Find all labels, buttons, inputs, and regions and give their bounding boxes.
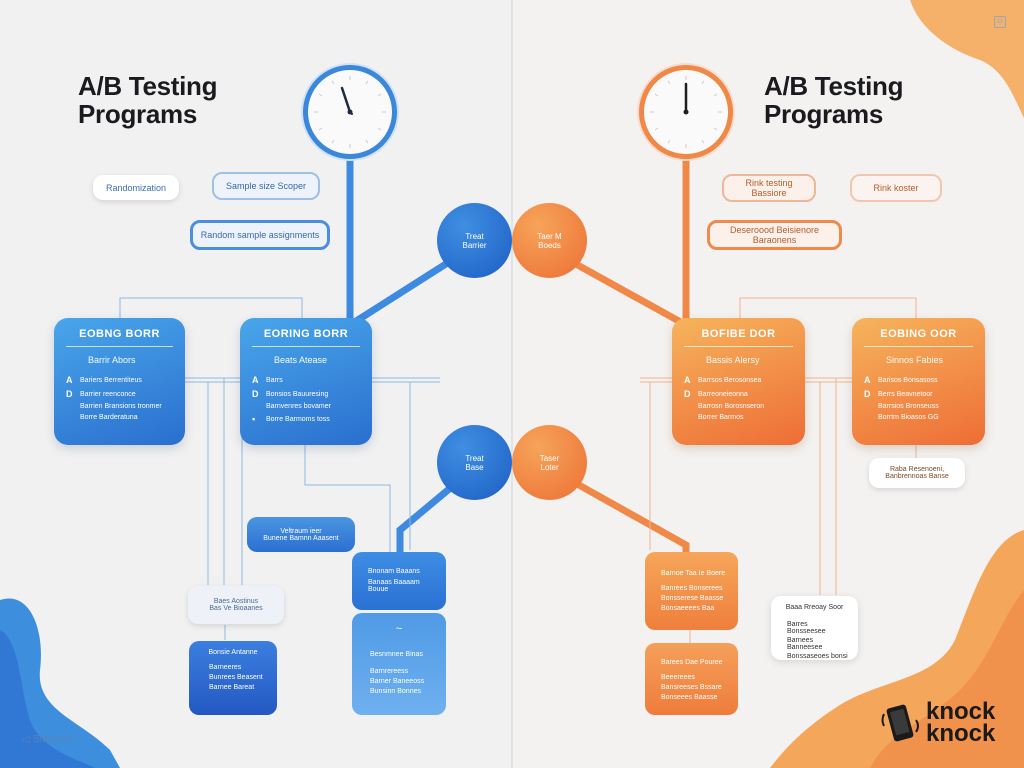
left-box-right-top: Bnonam Baaans Banaas Baaaam Bouue (352, 552, 446, 610)
center-divider (511, 0, 513, 768)
right-node-top: Taer M Boeds (512, 203, 587, 278)
left-node-mid: Treat Base (437, 425, 512, 500)
right-pill-1: Rink testing Bassiore (722, 174, 816, 202)
left-pill-low: Baes Aostinus Bas Ve Bioaanes (188, 586, 284, 624)
footer-caption: ◁ Sntrssids (22, 734, 74, 745)
left-box-low: Bonsie Antanne Barneeres Bunrees Beasent… (189, 641, 277, 715)
left-pill-randomization: Randomization (93, 175, 179, 200)
blob-top-right (910, 0, 1024, 118)
right-clock-icon (639, 65, 733, 159)
left-clock-icon (303, 65, 397, 159)
blob-bottom-right (770, 530, 1024, 768)
right-pill-3: Deseroood Beisienore Baraonens (707, 220, 842, 250)
right-pill-side: Raba Resenoeni, Banbrennoas Banse (869, 458, 965, 488)
left-pill-assignment: Random sample assignments (190, 220, 330, 250)
right-node-mid: Taser Loter (512, 425, 587, 500)
right-pill-2: Rink koster (850, 174, 942, 202)
left-pill-mid: Veltraum ieer Bunene Bamnn Aaasent (247, 517, 355, 552)
knock-knock-logo: knock knock (880, 700, 995, 746)
blob-bottom-left (0, 598, 120, 768)
right-box-top: Barnoe Taa Ie Boere Banrees Bonserees Bo… (645, 552, 738, 630)
right-title: A/B Testing Programs (764, 71, 904, 129)
right-box-bottom: Barees Dae Pouree Beeereees Bansreeses B… (645, 643, 738, 715)
triangle-icon: ◁ (22, 734, 30, 745)
phone-icon (881, 704, 919, 742)
left-node-top: Treat Barrier (437, 203, 512, 278)
left-box-right-bottom: ~ Besnmnee Binas Barnrereess Barner Bane… (352, 613, 446, 715)
corner-square-icon: ⊡ (994, 16, 1006, 28)
left-pill-sample-size: Sample size Scoper (212, 172, 320, 200)
left-title: A/B Testing Programs (78, 71, 218, 129)
right-white-card: Baaa Rreoay Soor Barres Bonsseesee Barne… (771, 596, 858, 660)
